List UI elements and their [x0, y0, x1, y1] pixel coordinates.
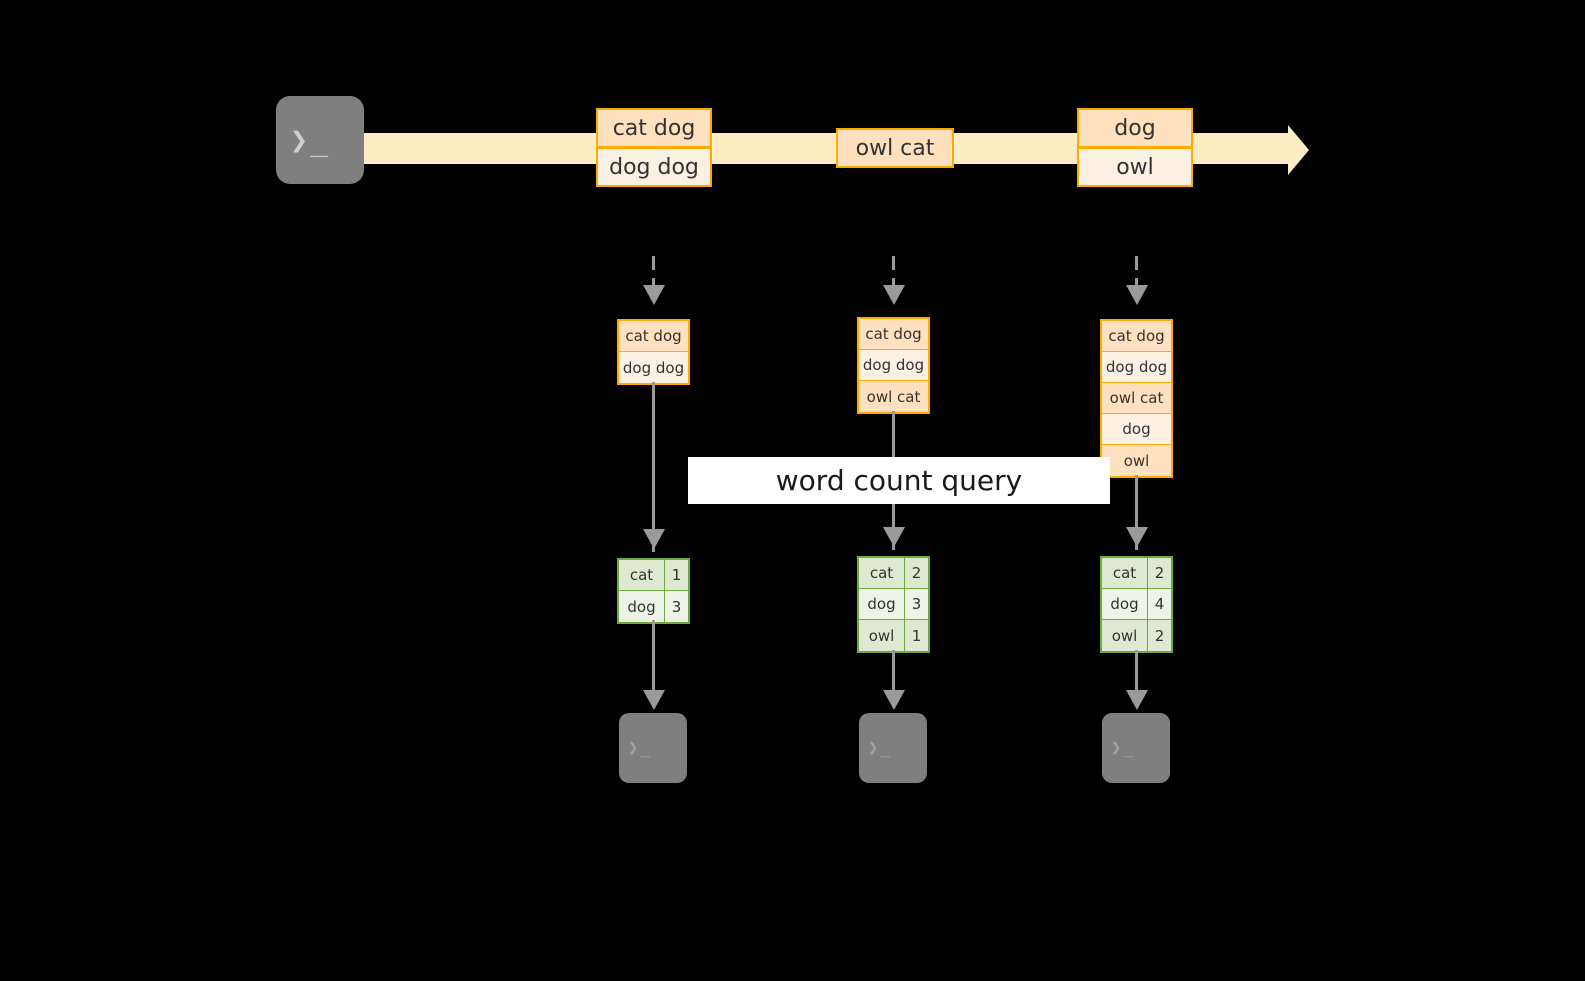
table-row: dog 4: [1102, 589, 1171, 620]
state-row: owl: [1102, 445, 1171, 476]
result-count-cell: 4: [1148, 589, 1171, 619]
sink-terminal-icon: ❯_: [610, 704, 696, 792]
stream-record: dog dog: [596, 147, 712, 187]
result-count-cell: 2: [1148, 620, 1171, 651]
result-count-cell: 1: [665, 560, 688, 590]
query-arrow-head-icon: [643, 529, 665, 549]
table-row: cat 2: [1102, 558, 1171, 589]
stream-record: dog: [1077, 108, 1193, 148]
sink-terminal-icon: ❯_: [1093, 704, 1179, 792]
state-row: dog: [1102, 414, 1171, 445]
terminal-prompt-glyph: ❯_: [290, 122, 331, 158]
state-row: dog dog: [619, 352, 688, 383]
query-arrow-head-icon: [1126, 527, 1148, 547]
state-row: owl cat: [859, 381, 928, 412]
table-row: owl 1: [859, 620, 928, 651]
terminal-prompt-glyph: ❯_: [1111, 738, 1136, 758]
terminal-prompt-glyph: ❯_: [628, 738, 653, 758]
state-row: cat dog: [1102, 321, 1171, 352]
table-row: owl 2: [1102, 620, 1171, 651]
stream-record: owl: [1077, 147, 1193, 187]
result-table: cat 1 dog 3: [617, 558, 690, 624]
query-connector: [1135, 475, 1138, 550]
sink-arrow-head-icon: [1126, 690, 1148, 710]
stream-record: owl cat: [836, 128, 954, 168]
table-row: cat 2: [859, 558, 928, 589]
result-count-cell: 2: [1148, 558, 1171, 588]
stream-tap-arrow-head-icon: [643, 285, 665, 305]
state-table: cat dog dog dog: [617, 319, 690, 385]
result-word-cell: cat: [1102, 558, 1148, 588]
sink-connector: [892, 650, 895, 692]
result-word-cell: cat: [859, 558, 905, 588]
stream-arrow-head-icon: [1288, 125, 1309, 175]
query-connector: [652, 382, 655, 552]
sink-terminal-icon: ❯_: [850, 704, 936, 792]
sink-connector: [652, 620, 655, 692]
sink-arrow-head-icon: [883, 690, 905, 710]
stream-tap-connector: [892, 256, 895, 288]
stream-tap-connector: [1135, 256, 1138, 288]
result-count-cell: 1: [905, 620, 928, 651]
state-row: dog dog: [859, 350, 928, 381]
query-label: word count query: [688, 457, 1110, 504]
result-word-cell: dog: [859, 589, 905, 619]
state-table: cat dog dog dog owl cat: [857, 317, 930, 414]
table-row: dog 3: [859, 589, 928, 620]
stream-tap-arrow-head-icon: [883, 285, 905, 305]
result-word-cell: owl: [859, 620, 905, 651]
result-count-cell: 3: [665, 591, 688, 622]
sink-arrow-head-icon: [643, 690, 665, 710]
state-row: owl cat: [1102, 383, 1171, 414]
result-word-cell: dog: [619, 591, 665, 622]
table-row: dog 3: [619, 591, 688, 622]
source-terminal-icon: ❯_: [262, 82, 378, 198]
result-table: cat 2 dog 4 owl 2: [1100, 556, 1173, 653]
stream-tap-arrow-head-icon: [1126, 285, 1148, 305]
stream-tap-connector: [652, 256, 655, 288]
result-table: cat 2 dog 3 owl 1: [857, 556, 930, 653]
stream-record: cat dog: [596, 108, 712, 148]
state-row: cat dog: [619, 321, 688, 352]
terminal-prompt-glyph: ❯_: [868, 738, 893, 758]
query-arrow-head-icon: [883, 527, 905, 547]
table-row: cat 1: [619, 560, 688, 591]
state-table: cat dog dog dog owl cat dog owl: [1100, 319, 1173, 478]
result-word-cell: cat: [619, 560, 665, 590]
result-word-cell: owl: [1102, 620, 1148, 651]
sink-connector: [1135, 650, 1138, 692]
result-count-cell: 3: [905, 589, 928, 619]
state-row: dog dog: [1102, 352, 1171, 383]
result-word-cell: dog: [1102, 589, 1148, 619]
result-count-cell: 2: [905, 558, 928, 588]
state-row: cat dog: [859, 319, 928, 350]
